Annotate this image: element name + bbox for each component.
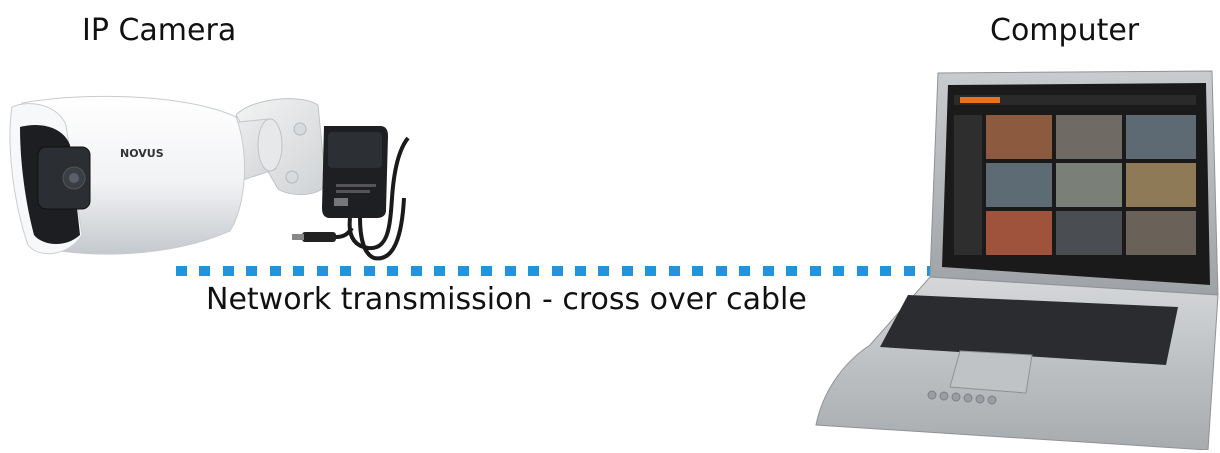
camera-title: IP Camera [82, 16, 236, 46]
camera-body: NOVUS [0, 85, 330, 265]
power-adapter-icon [288, 118, 418, 268]
link-caption: Network transmission - cross over cable [206, 285, 807, 315]
screen-toolbar-accent [960, 97, 1000, 103]
computer-laptop-illustration [810, 65, 1220, 450]
computer-title: Computer [990, 16, 1139, 46]
camera-brand-logo: NOVUS [120, 147, 164, 160]
video-grid [986, 115, 1196, 255]
